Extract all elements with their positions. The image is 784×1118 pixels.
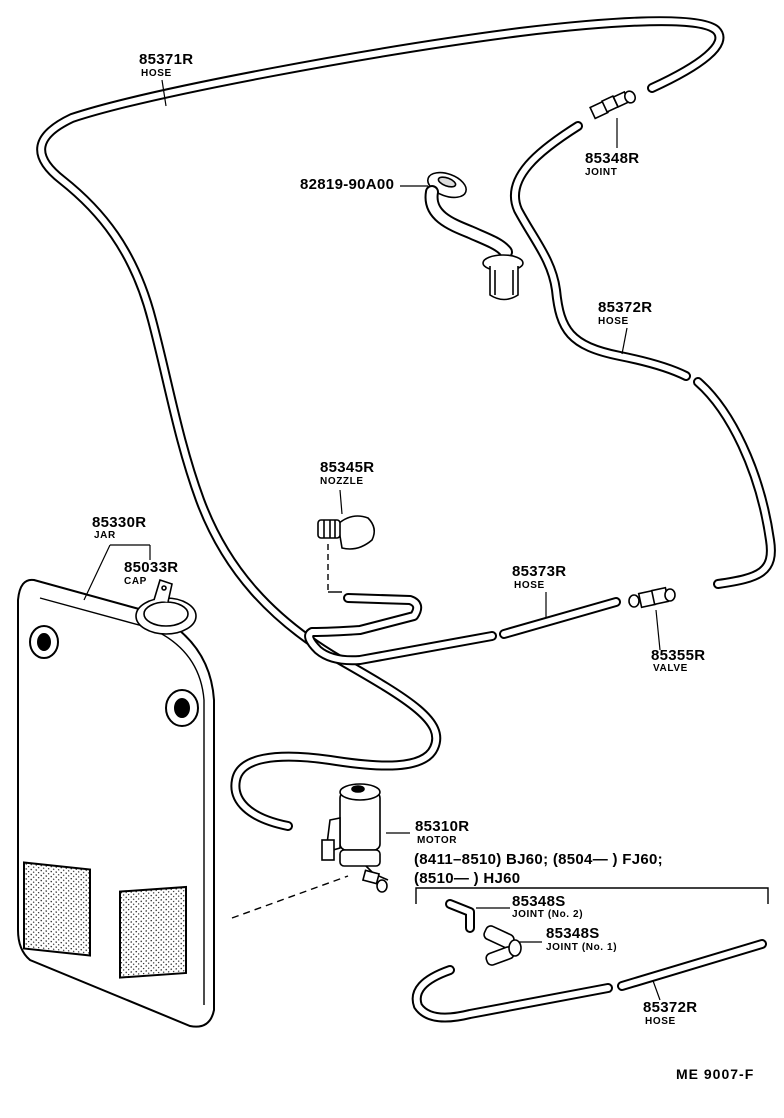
jar-85330r-name: JAR bbox=[94, 530, 116, 541]
nozzle-85345r-name: NOZZLE bbox=[320, 476, 364, 487]
hose-85372r-upper-part-number: 85372R bbox=[598, 299, 653, 316]
nozzle-85345r bbox=[317, 515, 376, 550]
joint-85348r bbox=[589, 90, 636, 120]
applicability-line-2: (8510— ) HJ60 bbox=[414, 870, 521, 887]
leader-lines bbox=[83, 79, 661, 1001]
joint-85348r-part-number: 85348R bbox=[585, 150, 640, 167]
motor-85310r bbox=[321, 783, 389, 893]
joint-85348s-no2 bbox=[445, 899, 475, 933]
kit-bracket bbox=[415, 887, 769, 904]
joint-85348s-no2-part-number: 85348S bbox=[512, 893, 566, 910]
hose-85372r-lower-name: HOSE bbox=[645, 1016, 676, 1027]
joint-85348r-name: JOINT bbox=[585, 167, 618, 178]
hose-85371r-part-number: 85371R bbox=[139, 51, 194, 68]
hose-85373r bbox=[304, 593, 621, 666]
jar-85330r-part-number: 85330R bbox=[92, 514, 147, 531]
hose-85372r-upper-name: HOSE bbox=[598, 316, 629, 327]
joint-85348s-no2-name: JOINT (No. 2) bbox=[512, 909, 584, 920]
hose-85373r-part-number: 85373R bbox=[512, 563, 567, 580]
hose-85371r-name: HOSE bbox=[141, 68, 172, 79]
joint-85348s-no1-name: JOINT (No. 1) bbox=[546, 942, 618, 953]
applicability-line-1: (8411–8510) BJ60; (8504— ) FJ60; bbox=[414, 851, 663, 868]
valve-85355r-name: VALVE bbox=[653, 663, 688, 674]
hose-85371r bbox=[36, 16, 725, 831]
hose-85372r-upper bbox=[509, 121, 776, 589]
valve-85355r-part-number: 85355R bbox=[651, 647, 706, 664]
joint-85348s-no1 bbox=[483, 925, 522, 966]
jar-85330r bbox=[17, 578, 215, 1028]
cap-85033r bbox=[135, 578, 197, 635]
cap-85033r-part-number: 85033R bbox=[124, 559, 179, 576]
cap-85033r-name: CAP bbox=[124, 576, 147, 587]
nozzle-assy-part-number: 82819-90A00 bbox=[300, 176, 395, 193]
hose-85372r-lower bbox=[411, 939, 767, 1023]
nozzle-82819-90a00 bbox=[424, 171, 524, 301]
motor-85310r-name: MOTOR bbox=[417, 835, 458, 846]
nozzle-85345r-part-number: 85345R bbox=[320, 459, 375, 476]
figure-code: ME 9007-F bbox=[676, 1066, 755, 1082]
hose-85373r-name: HOSE bbox=[514, 580, 545, 591]
hose-85372r-lower-part-number: 85372R bbox=[643, 999, 698, 1016]
valve-85355r bbox=[628, 586, 676, 609]
joint-85348s-no1-part-number: 85348S bbox=[546, 925, 600, 942]
motor-85310r-part-number: 85310R bbox=[415, 818, 470, 835]
